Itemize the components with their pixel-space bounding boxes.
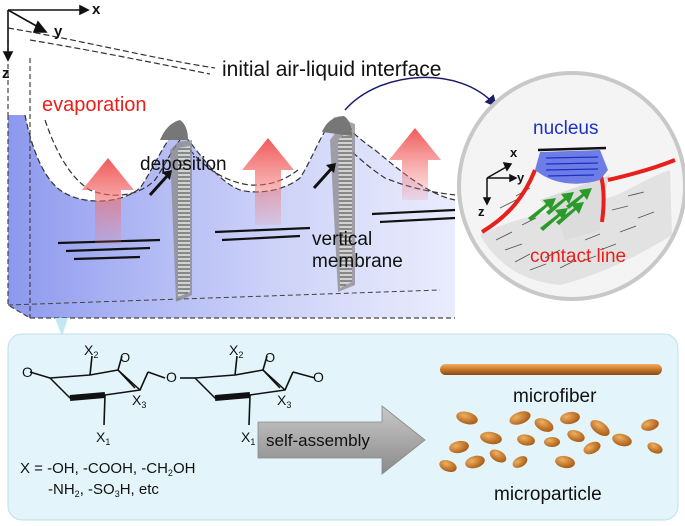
membrane-label-line1: vertical	[312, 229, 372, 250]
self-assembly-arrow	[257, 405, 426, 475]
inset-fibers	[495, 187, 655, 271]
deposition-arrows	[148, 163, 336, 197]
o-ring-2: O	[265, 350, 275, 365]
nucleus-lines	[545, 156, 599, 177]
interface-label: initial air-liquid interface	[222, 58, 441, 81]
nucleus-label: nucleus	[533, 118, 599, 139]
inset-axis-y-label: y	[517, 170, 525, 185]
membrane-label-line2: membrane	[312, 251, 403, 272]
o-left: O	[22, 364, 33, 380]
zoom-callout-arrow	[344, 76, 497, 111]
x1-label-1: X1	[96, 429, 110, 447]
x3-label-2: X3	[277, 392, 291, 410]
panel-pointer	[55, 318, 68, 336]
contact-line-right	[607, 158, 676, 182]
x2-label-1: X2	[84, 342, 98, 360]
microparticles	[439, 411, 663, 473]
right-methoxy-bond	[292, 371, 316, 379]
green-flow-arrows	[528, 188, 592, 231]
o-bridge: O	[166, 369, 177, 385]
x1-label-2: X1	[241, 429, 255, 447]
zoom-inset	[457, 71, 685, 301]
formula-line-2: -NH2, -SO3H, etc	[48, 481, 159, 499]
formula-line-1: X = -OH, -COOH, -CH2OH	[20, 460, 195, 478]
microfiber-shape	[440, 364, 662, 375]
cellulose-molecule	[29, 355, 316, 426]
x3-label-1: X3	[132, 392, 146, 410]
glycosidic-bond-a	[147, 371, 166, 379]
microfiber-label: microfiber	[513, 386, 597, 407]
evaporation-arrow-2	[242, 138, 294, 225]
evaporation-arrows	[82, 128, 441, 245]
inset-axis-z-label: z	[478, 204, 485, 219]
liquid-slab	[7, 40, 455, 319]
left-methoxy-bond	[29, 371, 51, 379]
o-ring-1: O	[120, 350, 130, 365]
o-right: O	[313, 369, 324, 385]
axis-z-label: z	[2, 65, 10, 82]
deposition-label: deposition	[140, 154, 227, 175]
x2-label-2: X2	[229, 342, 243, 360]
axis-y-label: y	[54, 23, 63, 40]
vertical-membrane-right	[322, 116, 355, 292]
self-assembly-label: self-assembly	[266, 431, 370, 450]
inset-axes	[482, 162, 518, 206]
vertical-membrane-left	[160, 120, 192, 302]
microparticle-label: microparticle	[494, 484, 602, 505]
axis-x-label: x	[92, 1, 101, 18]
evaporation-label: evaporation	[42, 94, 147, 116]
contact-line-label: contact line	[530, 246, 626, 267]
evaporation-arrow-3	[389, 128, 441, 200]
inset-axis-x-label: x	[510, 145, 518, 160]
main-axes	[2, 4, 90, 62]
contact-line-left	[480, 169, 537, 234]
evaporation-arrow-1	[82, 158, 134, 245]
